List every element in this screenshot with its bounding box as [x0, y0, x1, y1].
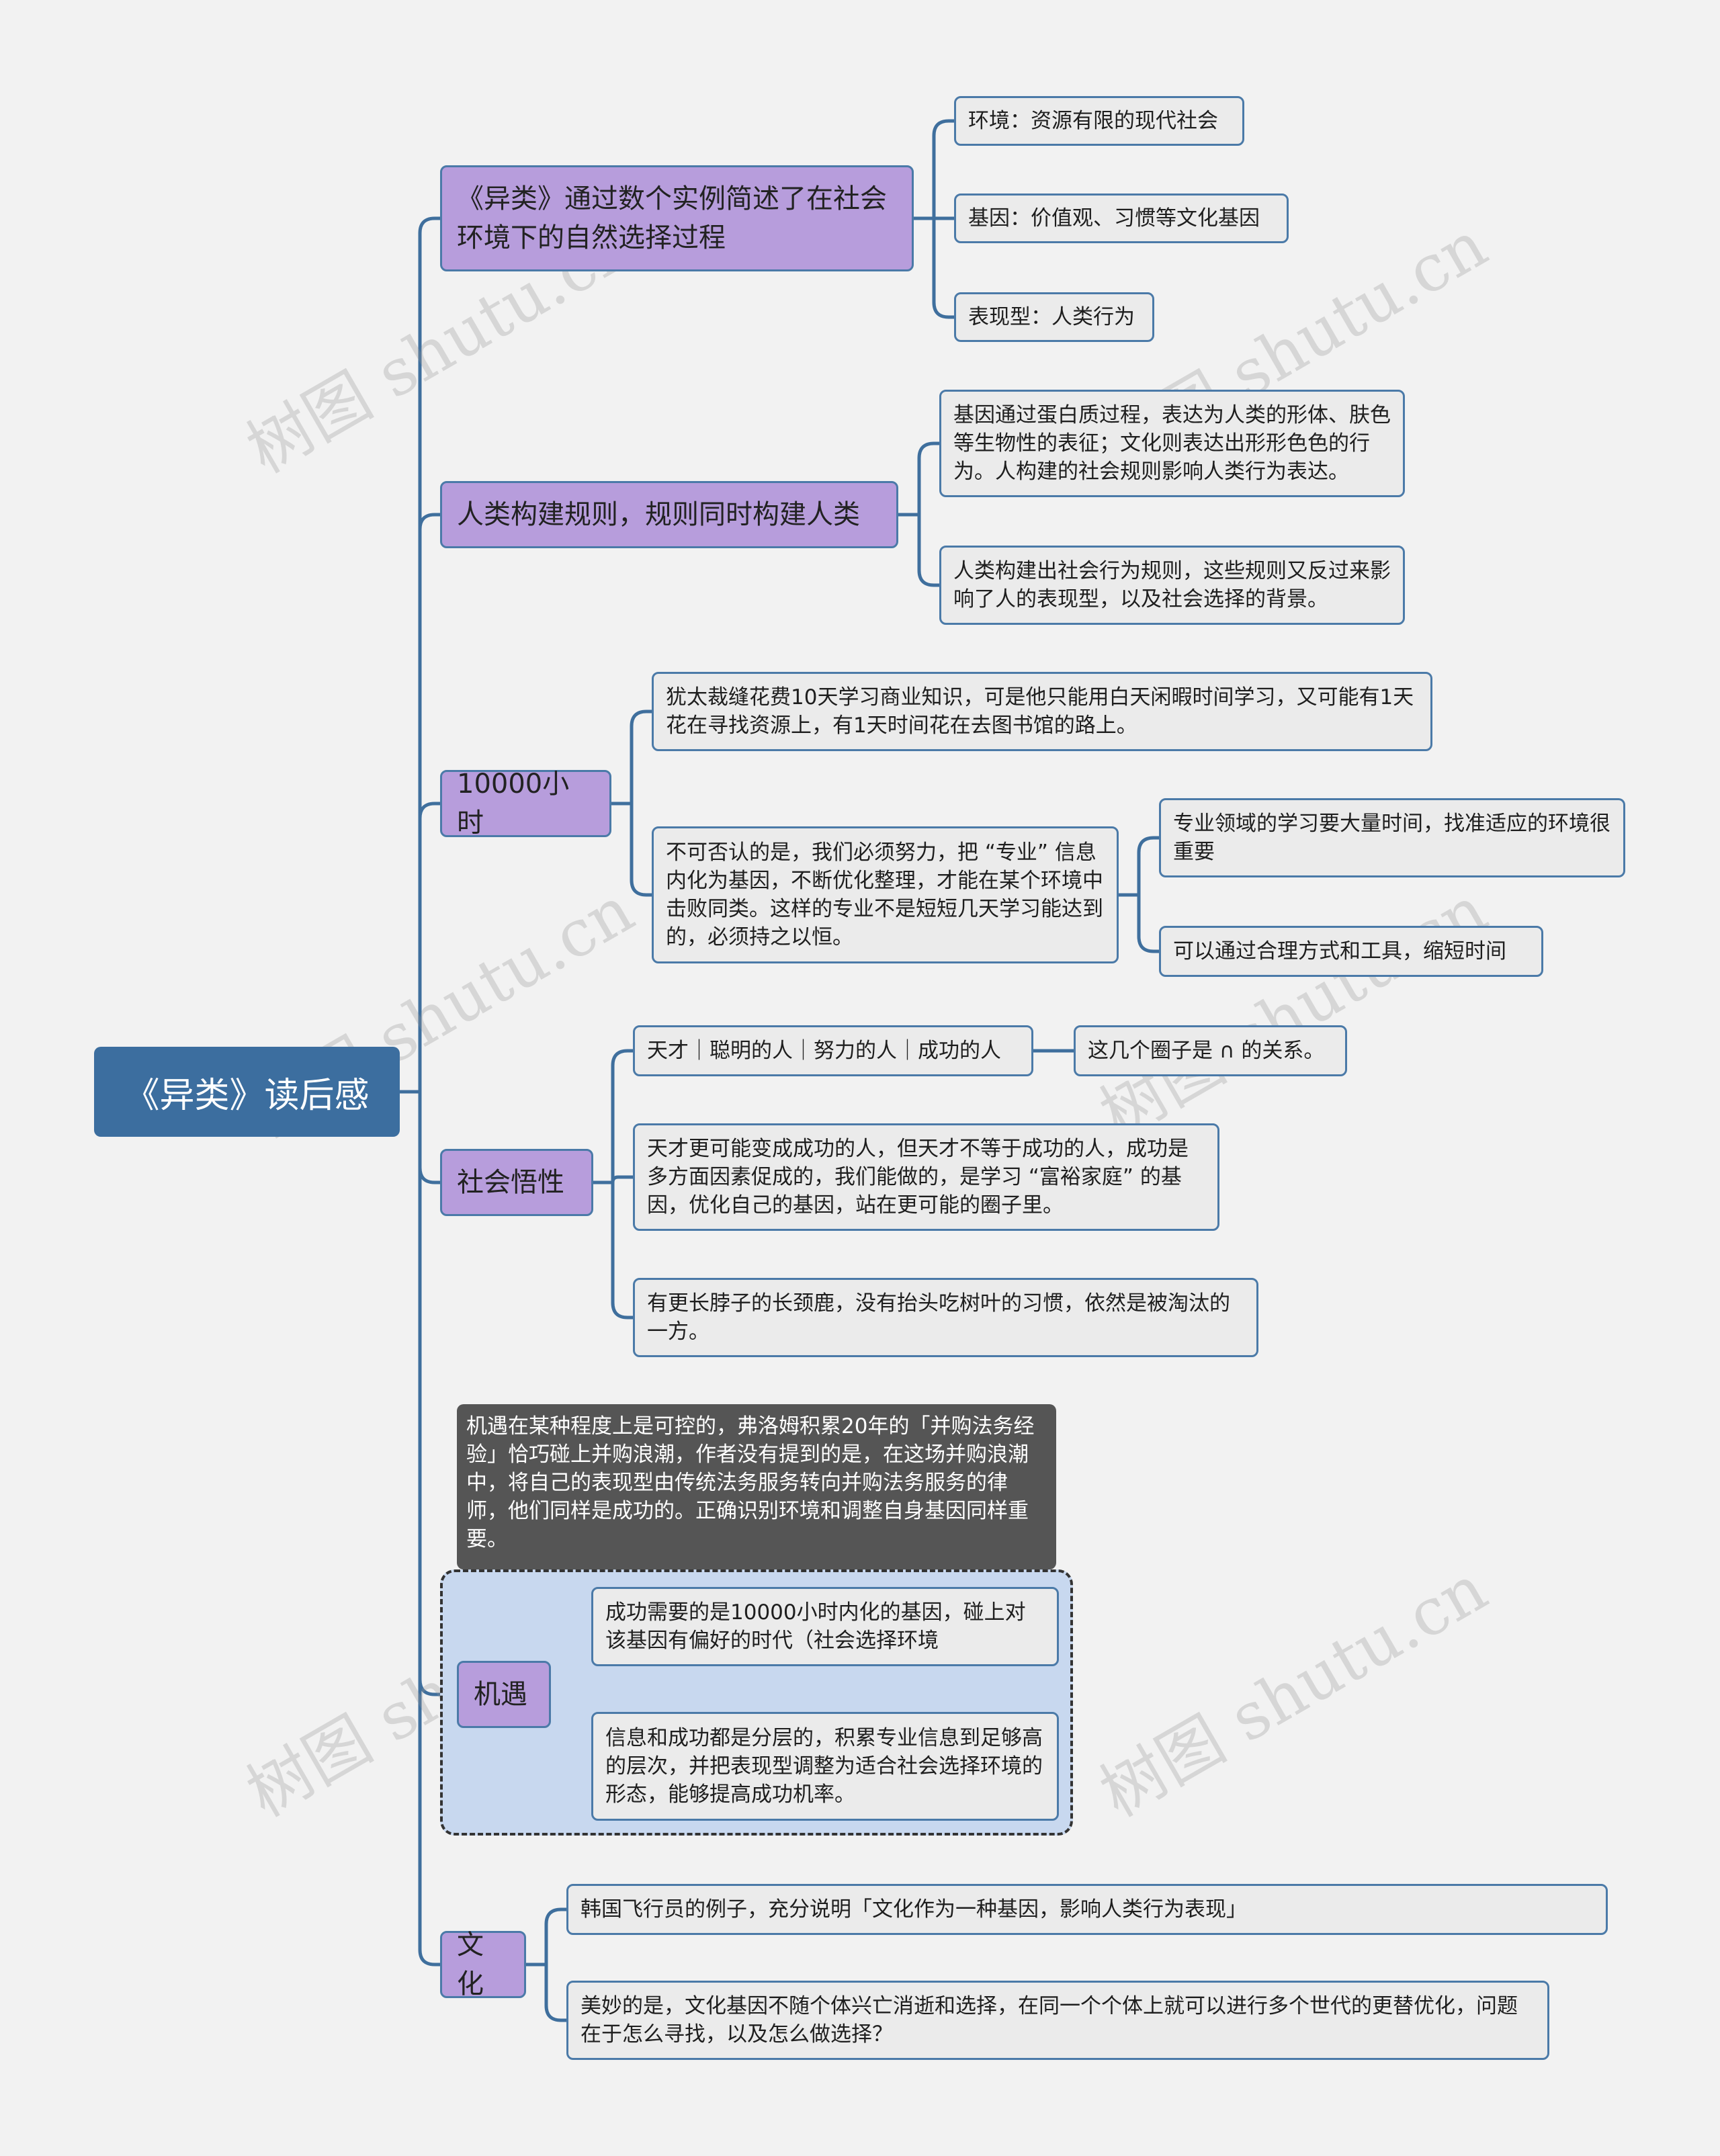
leaf-must-work-hard[interactable]: 不可否认的是，我们必须努力，把 “专业” 信息内化为基因，不断优化整理，才能在某…: [652, 826, 1119, 963]
connector-line: [630, 709, 654, 806]
leaf-layered-success[interactable]: 信息和成功都是分层的，积累专业信息到足够高的层次，并把表现型调整为适合社会选择环…: [591, 1712, 1059, 1821]
connector-line: [418, 802, 442, 1094]
connector-line: [1137, 893, 1161, 953]
connector-line: [611, 1175, 635, 1184]
branch-social-sense[interactable]: 社会悟性: [440, 1149, 593, 1216]
connector-line: [611, 1180, 635, 1320]
branch-natural-selection[interactable]: 《异类》通过数个实例简述了在社会环境下的自然选择过程: [440, 165, 914, 271]
leaf-cultural-gene[interactable]: 美妙的是，文化基因不随个体兴亡消逝和选择，在同一个个体上就可以进行多个世代的更替…: [566, 1981, 1549, 2060]
connector-line: [544, 1907, 568, 1967]
opportunity-note: 机遇在某种程度上是可控的，弗洛姆积累20年的「并购法务经验」恰巧碰上并购浪潮，作…: [457, 1404, 1056, 1569]
connector-line: [611, 1049, 635, 1184]
leaf-phenotype[interactable]: 表现型：人类行为: [954, 292, 1154, 342]
connector-line: [418, 513, 442, 1094]
leaf-social-rules[interactable]: 人类构建出社会行为规则，这些规则又反过来影响了人的表现型，以及社会选择的背景。: [939, 546, 1405, 625]
branch-rules[interactable]: 人类构建规则，规则同时构建人类: [440, 481, 898, 548]
connector-line: [917, 513, 941, 587]
leaf-giraffe[interactable]: 有更长脖子的长颈鹿，没有抬头吃树叶的习惯，依然是被淘汰的一方。: [633, 1278, 1258, 1357]
connector-line: [418, 1090, 442, 1184]
branch-10000-hours[interactable]: 10000小时: [440, 769, 611, 838]
connector-line: [418, 1090, 442, 1967]
root-topic[interactable]: 《异类》读后感: [94, 1047, 400, 1137]
leaf-gene-expression[interactable]: 基因通过蛋白质过程，表达为人类的形体、肤色等生物性的表征；文化则表达出形形色色的…: [939, 390, 1405, 497]
connector-line: [630, 802, 654, 897]
connector-line: [932, 119, 956, 220]
leaf-jewish-tailor[interactable]: 犹太裁缝花费10天学习商业知识，可是他只能用白天闲暇时间学习，又可能有1天花在寻…: [652, 672, 1432, 751]
connector-line: [932, 216, 956, 319]
leaf-gene[interactable]: 基因：价值观、习惯等文化基因: [954, 193, 1289, 243]
leaf-find-environment[interactable]: 专业领域的学习要大量时间，找准适应的环境很重要: [1159, 798, 1625, 877]
leaf-shorten-time[interactable]: 可以通过合理方式和工具，缩短时间: [1159, 926, 1543, 977]
branch-opportunity[interactable]: 机遇: [457, 1661, 551, 1728]
leaf-circles[interactable]: 天才｜聪明的人｜努力的人｜成功的人: [633, 1025, 1033, 1076]
connector-line: [418, 216, 442, 1094]
leaf-genius[interactable]: 天才更可能变成成功的人，但天才不等于成功的人，成功是多方面因素促成的，我们能做的…: [633, 1123, 1219, 1231]
leaf-environment[interactable]: 环境：资源有限的现代社会: [954, 96, 1244, 146]
leaf-era-preference[interactable]: 成功需要的是10000小时内化的基因，碰上对该基因有偏好的时代（社会选择环境: [591, 1587, 1059, 1666]
leaf-intersection[interactable]: 这几个圈子是 ∩ 的关系。: [1074, 1025, 1347, 1076]
connector-line: [1137, 836, 1161, 897]
connector-line: [544, 1963, 568, 2022]
branch-culture[interactable]: 文化: [440, 1930, 526, 1999]
leaf-korean-pilot[interactable]: 韩国飞行员的例子，充分说明「文化作为一种基因，影响人类行为表现」: [566, 1884, 1608, 1935]
connector-line: [917, 441, 941, 517]
